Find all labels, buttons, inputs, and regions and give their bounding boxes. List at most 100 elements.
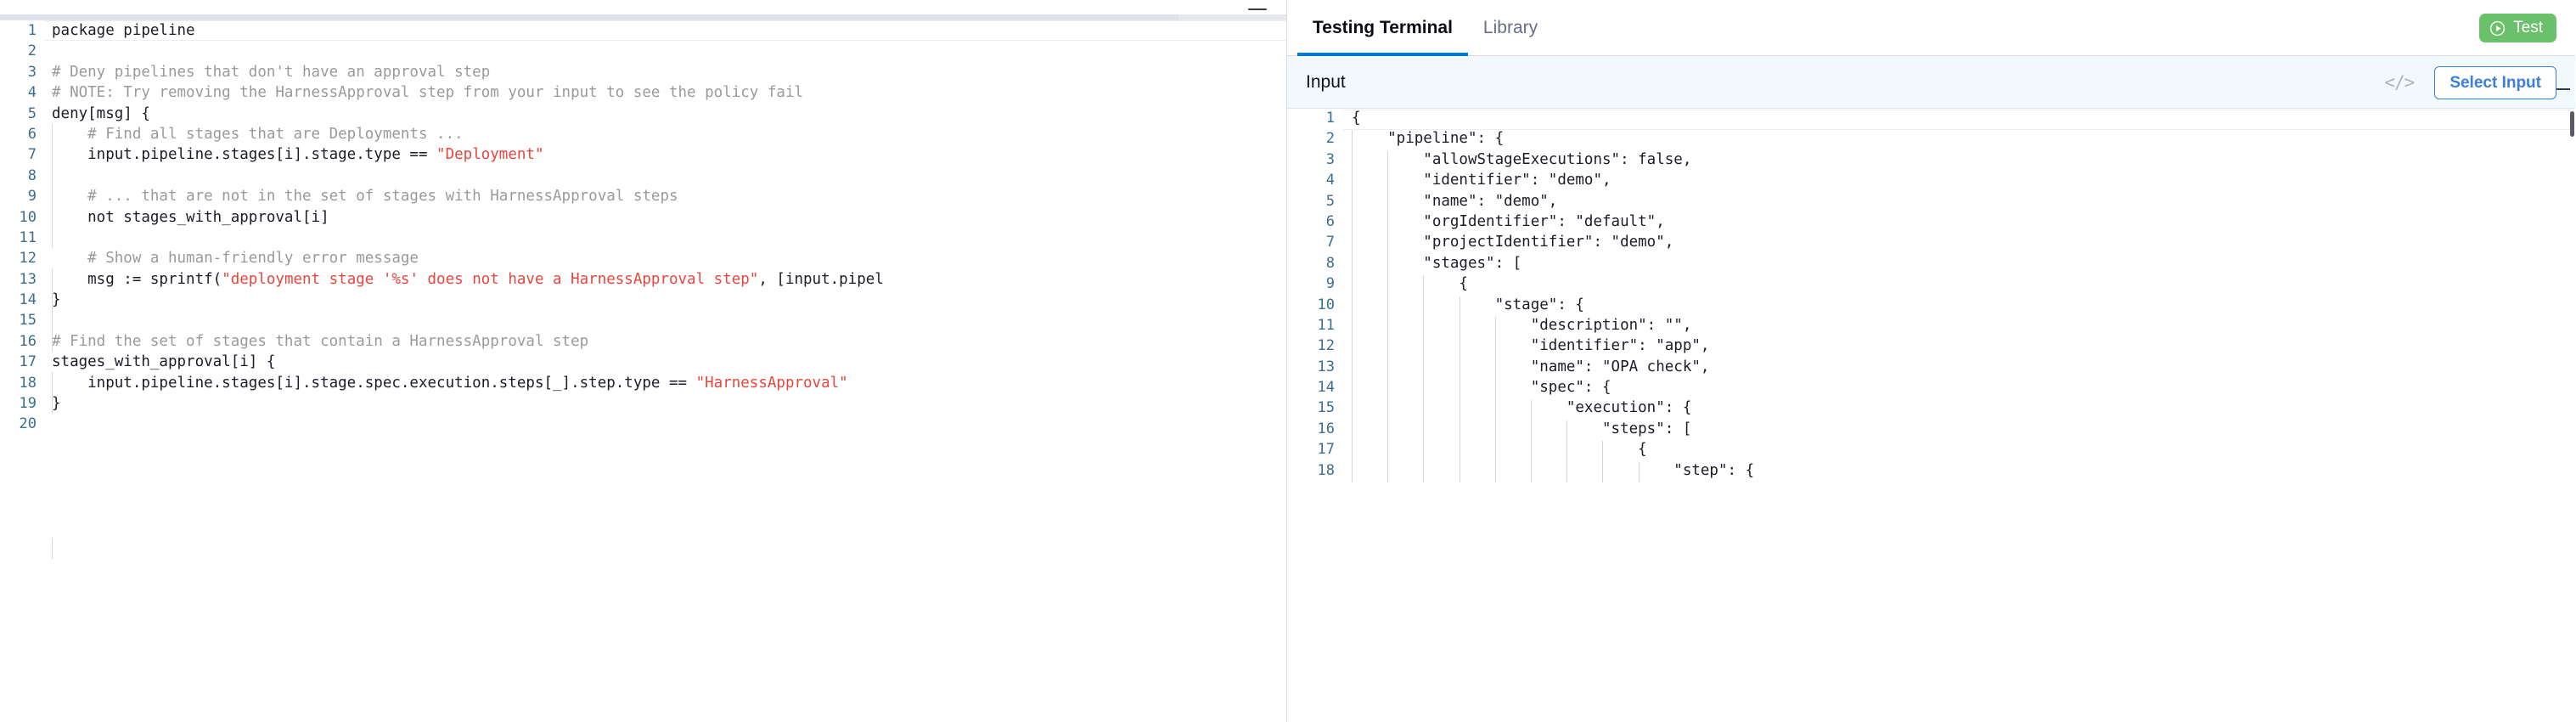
- code-line-text: # Find the set of stages that contain a …: [44, 331, 1286, 352]
- editor-horizontal-scrollbar-thumb[interactable]: [0, 14, 1178, 20]
- tab-library[interactable]: Library: [1468, 0, 1553, 56]
- json-indent-guide: [1387, 234, 1389, 255]
- tab-library-label: Library: [1482, 17, 1538, 37]
- code-token: # NOTE: Try removing the HarnessApproval…: [52, 84, 804, 102]
- json-line: 16 "steps": [: [1287, 420, 2575, 441]
- json-line-number: 11: [1317, 316, 1335, 334]
- code-line: 19}: [0, 393, 1286, 414]
- json-line-text: "identifier": "demo",: [1352, 172, 1611, 189]
- json-line-number: 6: [1325, 212, 1335, 230]
- json-indent-guide: [1352, 192, 1353, 213]
- code-token: stages_with_approval[i] {: [52, 353, 276, 371]
- code-line: 14}: [0, 290, 1286, 310]
- json-line-text: {: [1352, 441, 1647, 459]
- json-indent-guide: [1423, 317, 1425, 338]
- json-indent-guide: [1352, 130, 1353, 151]
- json-line-number: 16: [1317, 420, 1335, 437]
- code-line-text: # Find all stages that are Deployments .…: [44, 124, 1286, 144]
- code-line: 2: [0, 41, 1286, 61]
- json-line-text: "step": {: [1352, 461, 1755, 479]
- json-line-number: 10: [1317, 296, 1335, 313]
- editor-horizontal-scrollbar[interactable]: [0, 14, 1286, 20]
- json-line-text: "orgIdentifier": "default",: [1352, 212, 1665, 230]
- testing-terminal-pane: Testing Terminal Library Test Input </> …: [1287, 0, 2575, 722]
- json-indent-guide: [1352, 441, 1353, 462]
- json-line-number: 3: [1325, 150, 1335, 168]
- json-indent-guide: [1352, 461, 1353, 483]
- test-button-label: Test: [2513, 19, 2543, 37]
- json-line-number: 4: [1325, 172, 1335, 189]
- json-line: 6 "orgIdentifier": "default",: [1287, 213, 2575, 234]
- json-line: 9 {: [1287, 275, 2575, 296]
- json-indent-guide: [1352, 337, 1353, 358]
- json-line-text: "name": "OPA check",: [1352, 358, 1710, 375]
- line-number: 1: [27, 22, 37, 39]
- code-line-text: package pipeline: [44, 20, 1286, 41]
- code-line-text: input.pipeline.stages[i].stage.type == "…: [44, 144, 1286, 165]
- line-number: 16: [19, 332, 37, 350]
- code-line: 8: [0, 166, 1286, 186]
- json-line-text: "steps": [: [1352, 420, 1692, 437]
- json-indent-guide: [1352, 213, 1353, 234]
- code-token: # ... that are not in the set of stages …: [52, 188, 678, 206]
- json-line-number: 15: [1317, 399, 1335, 417]
- code-line: 13 msg := sprintf("deployment stage '%s'…: [0, 269, 1286, 290]
- indent-guide: [52, 268, 53, 352]
- test-button[interactable]: Test: [2479, 14, 2556, 42]
- json-indent-guide: [1423, 358, 1425, 380]
- code-view-icon[interactable]: </>: [2384, 72, 2415, 93]
- json-indent-guide: [1494, 317, 1496, 338]
- json-indent-guide: [1423, 399, 1425, 420]
- json-indent-guide: [1387, 317, 1389, 338]
- minimize-icon[interactable]: [1248, 8, 1267, 10]
- code-token: package pipeline: [52, 22, 195, 39]
- code-line-text: }: [44, 290, 1286, 310]
- code-token: input.pipeline.stages[i].stage.spec.exec…: [52, 374, 696, 392]
- json-line: 8 "stages": [: [1287, 255, 2575, 275]
- code-line: 15: [0, 310, 1286, 330]
- line-number: 17: [19, 353, 37, 371]
- code-token: # Show a human-friendly error message: [52, 250, 419, 268]
- line-number: 2: [27, 42, 37, 60]
- json-indent-guide: [1494, 461, 1496, 483]
- json-indent-guide: [1352, 234, 1353, 255]
- code-token: not stages_with_approval[i]: [52, 208, 329, 226]
- indent-guide: [52, 538, 53, 559]
- input-toolbar: Input </> Select Input: [1287, 56, 2575, 109]
- json-vertical-scrollbar-thumb[interactable]: [2570, 111, 2574, 137]
- json-input-editor[interactable]: 1{2 "pipeline": {3 "allowStageExecutions…: [1287, 110, 2575, 722]
- json-line-number: 2: [1325, 130, 1335, 148]
- code-line: 1 package pipeline: [0, 20, 1286, 41]
- select-input-button[interactable]: Select Input: [2434, 65, 2556, 99]
- json-indent-guide: [1423, 275, 1425, 296]
- code-token: msg := sprintf(: [52, 270, 222, 288]
- json-indent-guide: [1387, 441, 1389, 462]
- json-line: 1{: [1287, 110, 2575, 130]
- json-indent-guide: [1531, 420, 1532, 442]
- json-indent-guide: [1494, 337, 1496, 358]
- json-line-number: 1: [1325, 110, 1335, 127]
- json-line-text: "pipeline": {: [1352, 130, 1505, 148]
- json-indent-guide: [1352, 420, 1353, 442]
- json-indent-guide: [1423, 420, 1425, 442]
- json-indent-guide: [1352, 317, 1353, 338]
- json-line-number: 18: [1317, 461, 1335, 479]
- indent-guide: [52, 372, 53, 414]
- json-line: 13 "name": "OPA check",: [1287, 358, 2575, 379]
- code-line-text: input.pipeline.stages[i].stage.spec.exec…: [44, 373, 1286, 393]
- line-number: 3: [27, 63, 37, 81]
- json-line-text: "allowStageExecutions": false,: [1352, 150, 1692, 168]
- tab-testing-terminal[interactable]: Testing Terminal: [1297, 0, 1468, 56]
- json-indent-guide: [1352, 399, 1353, 420]
- json-indent-guide: [1531, 441, 1532, 462]
- json-minimize-icon[interactable]: [2556, 88, 2570, 90]
- json-line: 3 "allowStageExecutions": false,: [1287, 151, 2575, 172]
- json-line-number: 13: [1317, 358, 1335, 375]
- code-line-text: # Show a human-friendly error message: [44, 248, 1286, 268]
- json-indent-guide: [1423, 379, 1425, 400]
- json-indent-guide: [1387, 358, 1389, 380]
- json-line-number: 8: [1325, 254, 1335, 272]
